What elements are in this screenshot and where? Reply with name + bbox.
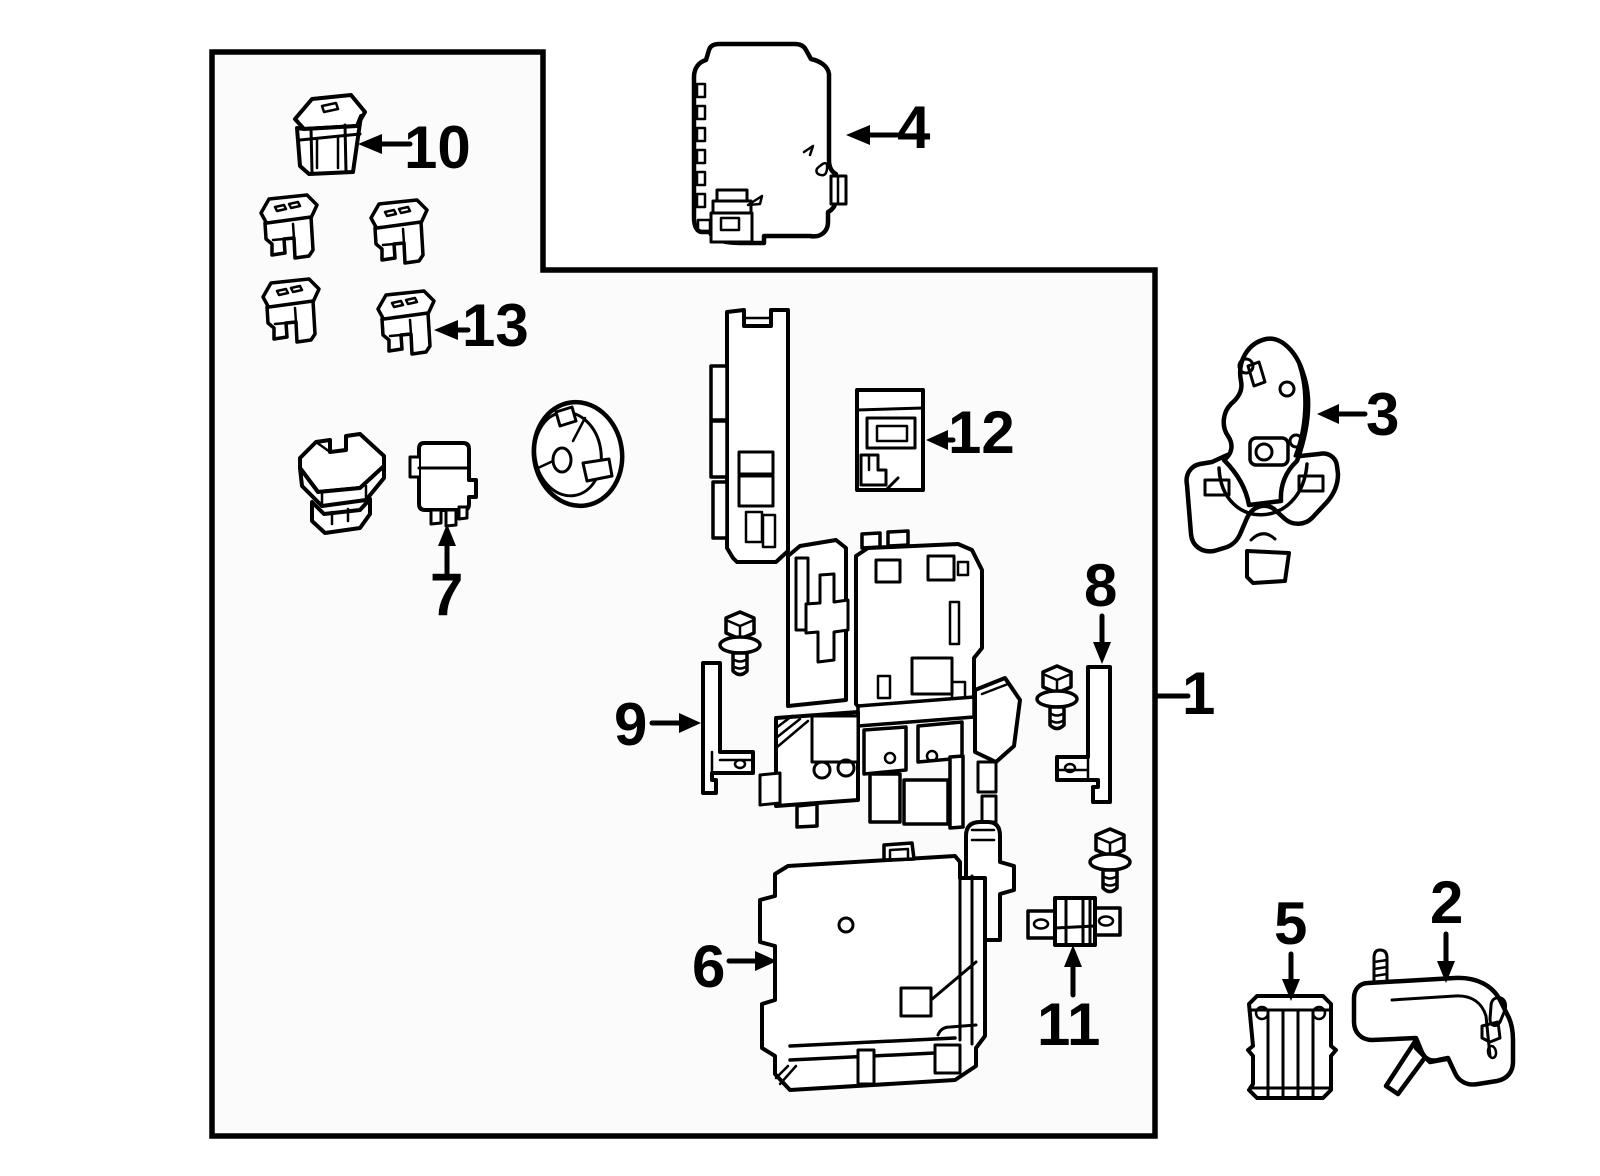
arrow-right-icon xyxy=(755,951,777,971)
arrow-up-icon xyxy=(438,524,456,546)
part-5-ribbed-module-icon xyxy=(1246,994,1338,1100)
part-8-bracket-icon xyxy=(1035,664,1112,804)
arrow-left-icon xyxy=(358,134,382,154)
part-4-module-icon xyxy=(691,41,848,246)
callout-9-label: 9 xyxy=(614,691,647,758)
callout-10-label: 10 xyxy=(404,114,471,181)
callout-4-label: 4 xyxy=(897,94,931,161)
arrow-down-icon xyxy=(1093,642,1111,664)
callout-2: 2 xyxy=(1430,869,1463,983)
callout-1-label: 1 xyxy=(1182,660,1215,727)
callout-11: 11 xyxy=(1037,945,1100,1058)
callout-12-label: 12 xyxy=(948,399,1015,466)
part-10-cube-fuse-icon xyxy=(293,93,367,176)
callout-13-label: 13 xyxy=(462,292,529,359)
callout-1: 1 xyxy=(1154,660,1215,727)
callout-9: 9 xyxy=(614,691,701,758)
arrow-left-icon xyxy=(926,430,948,450)
part-3-bracket-icon xyxy=(1184,336,1341,585)
callout-3: 3 xyxy=(1317,381,1399,448)
part-12-module-icon xyxy=(855,388,925,492)
arrow-left-icon xyxy=(1317,404,1339,424)
callout-3-label: 3 xyxy=(1366,381,1399,448)
arrow-down-icon xyxy=(1437,961,1455,983)
callout-11-label: 11 xyxy=(1037,991,1100,1058)
arrow-left-icon xyxy=(434,320,458,340)
callout-2-label: 2 xyxy=(1430,869,1463,936)
callout-13: 13 xyxy=(434,292,529,359)
callout-5: 5 xyxy=(1274,890,1307,1001)
arrow-down-icon xyxy=(1282,979,1300,1001)
arrow-right-icon xyxy=(679,713,701,733)
part-7-relay-icon xyxy=(408,441,478,528)
arrow-left-icon xyxy=(846,125,870,145)
part-6-lower-fuse-box-icon xyxy=(758,820,1016,1092)
callout-5-label: 5 xyxy=(1274,890,1307,957)
part-1-fuse-box-assembly-icon xyxy=(758,529,1022,830)
callout-10: 10 xyxy=(358,114,471,181)
callout-8: 8 xyxy=(1084,552,1117,664)
callout-12: 12 xyxy=(926,399,1015,466)
diagram-boundary xyxy=(209,49,1158,1139)
callout-4: 4 xyxy=(846,94,931,161)
arrow-up-icon xyxy=(1064,945,1082,967)
part-11-fusible-link-icon xyxy=(1026,827,1132,947)
callout-8-label: 8 xyxy=(1084,552,1117,619)
callout-7: 7 xyxy=(430,524,463,628)
relay-isometric-icon xyxy=(298,432,386,535)
fuse-puller-disc-icon xyxy=(531,399,625,509)
callout-6-label: 6 xyxy=(692,933,725,1000)
callout-7-label: 7 xyxy=(430,561,463,628)
callout-6: 6 xyxy=(692,933,777,1000)
part-9-bracket-icon xyxy=(701,610,762,795)
part-2-bracket-icon xyxy=(1351,948,1516,1097)
fuse-box-holder-bracket-icon xyxy=(709,308,790,564)
